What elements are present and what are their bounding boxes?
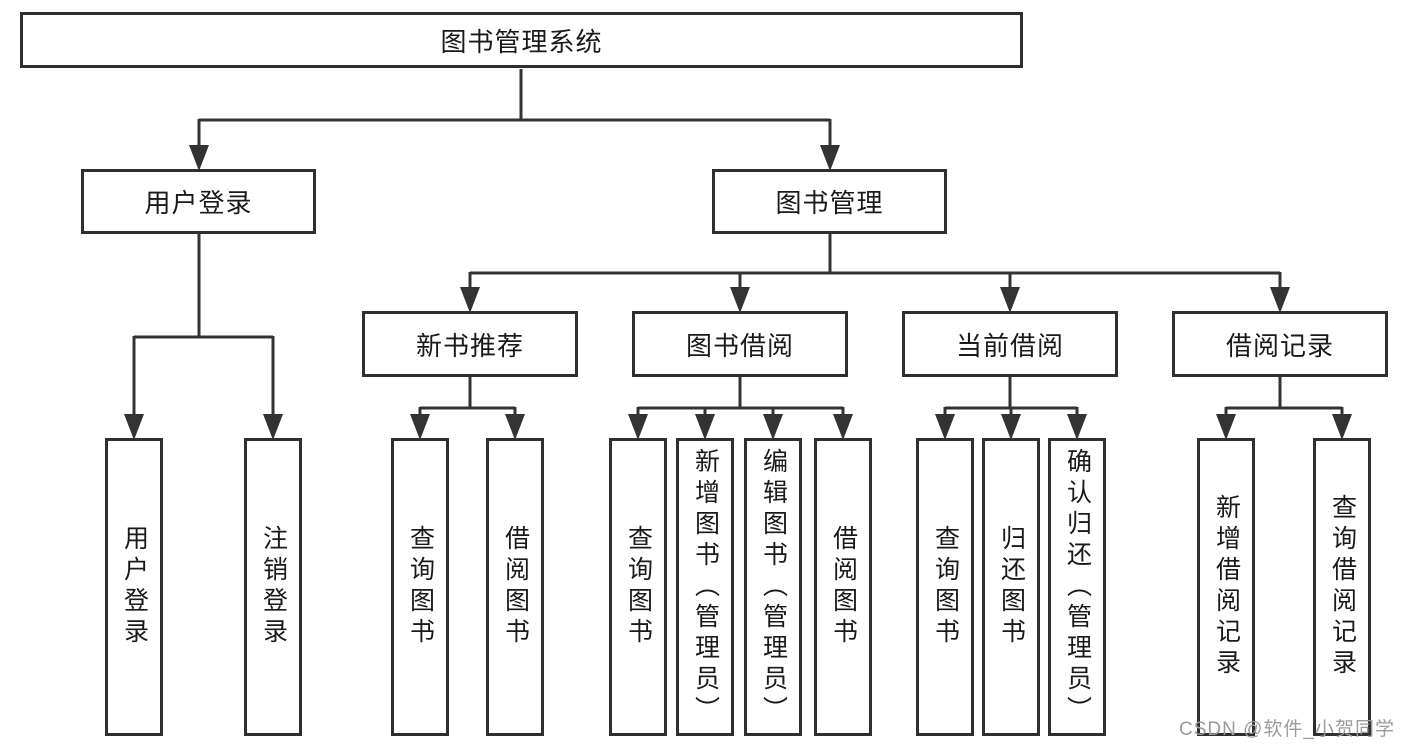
leaf-label: 确认归还（管理员） bbox=[1063, 447, 1092, 727]
leaf-label: 借阅图书 bbox=[501, 525, 530, 649]
leaf-label: 注销登录 bbox=[259, 525, 288, 649]
leaf-borrow-query-book: 查询图书 bbox=[609, 438, 667, 736]
leaf-current-confirm-return-admin: 确认归还（管理员） bbox=[1048, 438, 1106, 736]
csdn-watermark: CSDN @软件_小贺同学 bbox=[1179, 719, 1395, 740]
leaf-record-add-record: 新增借阅记录 bbox=[1197, 438, 1255, 736]
leaf-label: 新增图书（管理员） bbox=[691, 447, 720, 727]
leaf-label: 查询借阅记录 bbox=[1328, 494, 1357, 680]
leaf-current-query-book: 查询图书 bbox=[916, 438, 974, 736]
leaf-record-query-record: 查询借阅记录 bbox=[1313, 438, 1371, 736]
leaf-label: 查询图书 bbox=[406, 525, 435, 649]
node-book-mgmt: 图书管理 bbox=[712, 169, 947, 234]
leaf-borrow-borrow-book: 借阅图书 bbox=[814, 438, 872, 736]
leaf-borrow-add-book-admin: 新增图书（管理员） bbox=[676, 438, 734, 736]
leaf-newrec-query-book: 查询图书 bbox=[391, 438, 449, 736]
leaf-label: 归还图书 bbox=[997, 525, 1026, 649]
leaf-newrec-borrow-book: 借阅图书 bbox=[486, 438, 544, 736]
node-root: 图书管理系统 bbox=[20, 12, 1023, 68]
leaf-user-login: 用户登录 bbox=[105, 438, 163, 736]
node-user-login: 用户登录 bbox=[81, 169, 316, 234]
leaf-label: 查询图书 bbox=[624, 525, 653, 649]
leaf-borrow-edit-book-admin: 编辑图书（管理员） bbox=[744, 438, 802, 736]
leaf-label: 编辑图书（管理员） bbox=[759, 447, 788, 727]
leaf-current-return-book: 归还图书 bbox=[982, 438, 1040, 736]
node-new-book-rec: 新书推荐 bbox=[362, 311, 578, 377]
node-current-borrow: 当前借阅 bbox=[902, 311, 1118, 377]
leaf-label: 新增借阅记录 bbox=[1212, 494, 1241, 680]
leaf-label: 借阅图书 bbox=[829, 525, 858, 649]
leaf-label: 查询图书 bbox=[931, 525, 960, 649]
leaf-logout: 注销登录 bbox=[244, 438, 302, 736]
node-book-borrow: 图书借阅 bbox=[632, 311, 848, 377]
node-borrow-record: 借阅记录 bbox=[1172, 311, 1388, 377]
leaf-label: 用户登录 bbox=[120, 525, 149, 649]
